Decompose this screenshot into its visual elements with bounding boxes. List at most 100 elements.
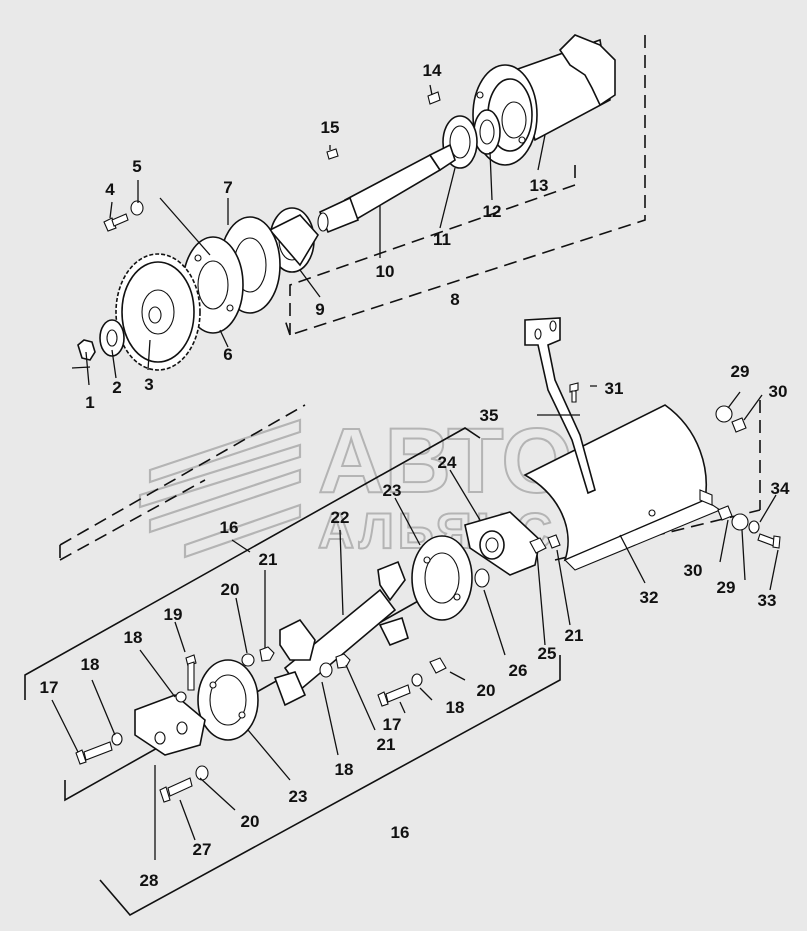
- nut-21-a: [259, 646, 275, 662]
- callout-14: 14: [423, 61, 442, 80]
- callout-24: 24: [438, 453, 457, 472]
- lower-bracket-top: [24, 427, 481, 700]
- callout-20-b: 20: [477, 681, 496, 700]
- callout-21-c: 21: [565, 626, 584, 645]
- lower-leaders: [51, 385, 779, 860]
- callout-30-bottom: 30: [684, 561, 703, 580]
- nut-1: [77, 339, 96, 361]
- callout-3: 3: [144, 375, 153, 394]
- nut-20-b: [429, 657, 447, 674]
- nut-30-a: [731, 417, 747, 433]
- bracket-35: [524, 317, 596, 495]
- callout-12: 12: [483, 202, 502, 221]
- callout-35: 35: [480, 406, 499, 425]
- bolt-17-right: [377, 684, 411, 707]
- callout-18-b: 18: [124, 628, 143, 647]
- bearing-9: [268, 207, 319, 273]
- bolt-33: [757, 533, 781, 549]
- callout-8: 8: [450, 290, 459, 309]
- callout-19: 19: [164, 605, 183, 624]
- washer-26: [474, 568, 490, 588]
- bolt-31: [569, 382, 579, 403]
- callout-21-a: 21: [259, 550, 278, 569]
- lower-assembly-group: [24, 400, 761, 917]
- nut-21-b: [335, 653, 351, 669]
- shaft-10: [317, 143, 456, 234]
- callout-31: 31: [605, 379, 624, 398]
- callout-34: 34: [771, 479, 790, 498]
- callout-30-top: 30: [769, 382, 788, 401]
- callout-27: 27: [193, 840, 212, 859]
- callout-23-top: 23: [383, 481, 402, 500]
- callout-2: 2: [112, 378, 121, 397]
- callout-18-c: 18: [335, 760, 354, 779]
- callout-16-top: 16: [220, 518, 239, 537]
- callout-10: 10: [376, 262, 395, 281]
- lower-dashed-boundary: [59, 400, 761, 561]
- callout-7: 7: [223, 178, 232, 197]
- nut-25: [529, 537, 547, 554]
- callout-16-bottom: 16: [391, 823, 410, 842]
- gear-3: [115, 253, 201, 371]
- callout-6: 6: [223, 345, 232, 364]
- upper-dashed-boundary: [284, 35, 646, 336]
- callout-29-top: 29: [731, 362, 750, 381]
- nut-21-c: [547, 534, 561, 549]
- nut-20-a: [241, 653, 255, 667]
- flange-23-right: [411, 535, 473, 621]
- washer-20-c: [195, 765, 209, 781]
- callout-21-b: 21: [377, 735, 396, 754]
- key-15: [326, 148, 339, 160]
- callout-29-bottom: 29: [717, 578, 736, 597]
- bolt-19: [185, 654, 197, 691]
- callout-33: 33: [758, 591, 777, 610]
- flange-23-left: [197, 659, 259, 741]
- bearing-12: [473, 109, 501, 155]
- washer-18-b: [175, 691, 187, 703]
- callout-26: 26: [509, 661, 528, 680]
- callout-1: 1: [85, 393, 94, 412]
- callout-25: 25: [538, 644, 557, 663]
- callout-20-a: 20: [221, 580, 240, 599]
- washer-29-b: [731, 513, 749, 531]
- callout-32: 32: [640, 588, 659, 607]
- watermark-logo: [138, 418, 302, 559]
- callout-20-c: 20: [241, 812, 260, 831]
- bolt-17-left: [75, 741, 113, 765]
- callout-4: 4: [105, 180, 115, 199]
- clamp-block-28: [134, 694, 206, 756]
- nut-30-b: [717, 505, 733, 521]
- washer-29-a: [715, 405, 733, 423]
- upper-leaders: [71, 84, 546, 386]
- washer-5: [130, 200, 144, 216]
- callout-17-right: 17: [383, 715, 402, 734]
- shaft-22: [273, 560, 409, 707]
- callout-22: 22: [331, 508, 350, 527]
- callout-17-left: 17: [40, 678, 59, 697]
- callout-18-a: 18: [81, 655, 100, 674]
- callout-15: 15: [321, 118, 340, 137]
- bolt-27: [159, 777, 193, 803]
- callout-18-d: 18: [446, 698, 465, 717]
- washer-18-d: [411, 673, 423, 687]
- washer-2: [99, 319, 125, 357]
- washer-18-left: [111, 732, 123, 746]
- callout-13: 13: [530, 176, 549, 195]
- bolt-4: [103, 213, 129, 232]
- washer-18-c: [319, 662, 333, 678]
- callout-28: 28: [140, 871, 159, 890]
- callout-11: 11: [433, 230, 451, 249]
- key-14: [427, 91, 441, 105]
- upper-assembly-group: [284, 35, 646, 336]
- bearing-block-24: [464, 511, 541, 576]
- callout-5: 5: [132, 157, 141, 176]
- callout-9: 9: [315, 300, 324, 319]
- callout-labels: 1 2 3 4 5 6 7 8 9 10 11 12 13 14 15 16 1…: [40, 61, 790, 890]
- lower-bracket-bottom: [99, 655, 561, 917]
- cover-32: [523, 404, 722, 571]
- washer-34: [748, 520, 760, 534]
- callout-23-bottom: 23: [289, 787, 308, 806]
- watermark-line1: АВТО: [318, 410, 573, 512]
